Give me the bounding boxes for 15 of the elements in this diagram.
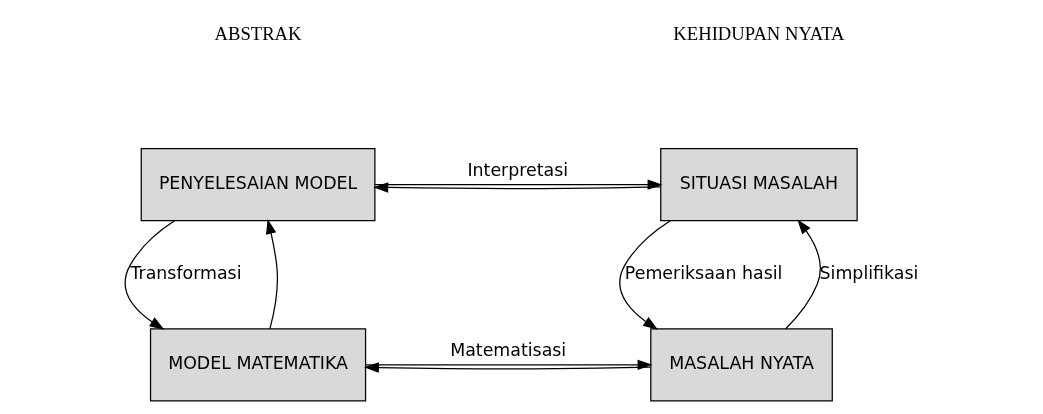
arrow [124, 220, 176, 330]
node-box: MODEL MATEMATIKA [149, 328, 367, 402]
arrow [266, 219, 278, 330]
node-box: MASALAH NYATA [650, 328, 833, 402]
arrow [619, 220, 671, 330]
edge-label: Matematisasi [450, 340, 567, 361]
label: ABSTRAK [214, 22, 302, 44]
edge-label: Transformasi [130, 263, 242, 284]
node-box: PENYELESAIAN MODEL [140, 147, 376, 222]
arrow [785, 219, 821, 330]
edge-label: Interpretasi [467, 160, 569, 181]
label: KEHIDUPAN NYATA [673, 22, 845, 44]
edge-label: Simplifikasi [819, 263, 919, 284]
edge-label: Pemeriksaan hasil [624, 263, 783, 284]
node-box: SITUASI MASALAH [660, 147, 858, 222]
